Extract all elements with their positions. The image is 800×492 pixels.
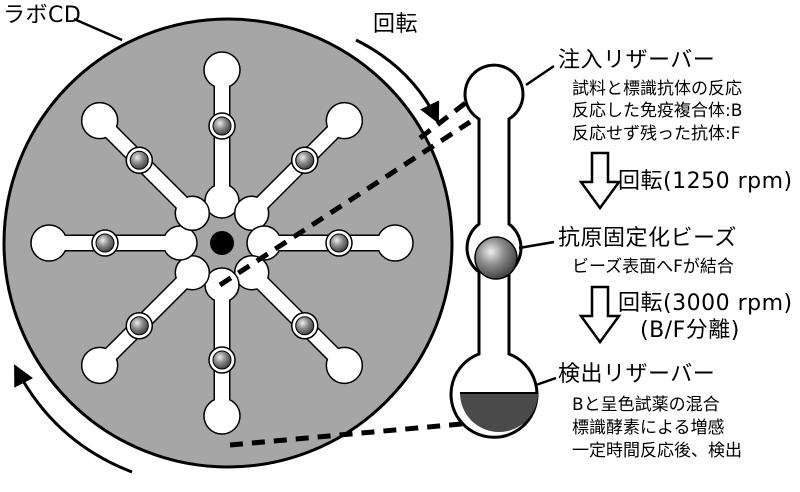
zoom-dashed-line-3 [229,420,473,448]
detected-liquid [460,393,538,432]
antigen-bead [212,116,232,136]
detection-pointer [535,376,557,387]
channel-unit-w [30,224,198,262]
channel-unit-ne [233,101,364,232]
antigen-bead-large [474,236,518,280]
antigen-bead [295,150,315,170]
antigen-bead [129,316,149,336]
beads-pointer [518,240,555,250]
antigen-bead [329,233,349,253]
down-arrow-2 [578,285,622,345]
detection-desc-1: Bと呈色試薬の混合 [572,395,720,415]
channel-unit-sw [80,254,211,385]
rotation-arrow-bottom [14,364,133,474]
channel-unit-se [233,254,364,385]
spin2-label: 回転(3000 rpm) [618,291,793,316]
disc-label-pointer [73,17,123,42]
antigen-bead [212,350,232,370]
beads-title: 抗原固定化ビーズ [558,226,737,251]
rotation-arrow-top [355,38,440,124]
spin2-sub: (B/F分離) [640,318,740,343]
injection-desc-3: 反応せず残った抗体:F [572,124,741,144]
injection-pointer [525,64,555,87]
antigen-bead [295,316,315,336]
zoom-dashed-line-2 [218,119,472,288]
down-arrow-1 [578,151,622,211]
disc-center-hole [210,231,234,255]
injection-desc-2: 反応した免疫複合体:B [572,101,743,121]
detection-desc-2: 標識酵素による増感 [572,418,725,438]
beads-desc-1: ビーズ表面へFが結合 [572,257,734,277]
disc-label: ラボCD [3,3,82,28]
antigen-bead [95,233,115,253]
rotation-label: 回転 [373,12,419,37]
channel-unit-nw [80,101,211,232]
detection-reservoir-title: 検出リザーバー [558,362,716,387]
spin1-label: 回転(1250 rpm) [618,169,793,194]
channel-unit-n [203,51,241,219]
detection-desc-3: 一定時間反応後、検出 [572,441,742,461]
injection-desc-1: 試料と標識抗体の反応 [572,79,742,99]
injection-reservoir-title: 注入リザーバー [558,48,716,73]
antigen-bead [129,150,149,170]
